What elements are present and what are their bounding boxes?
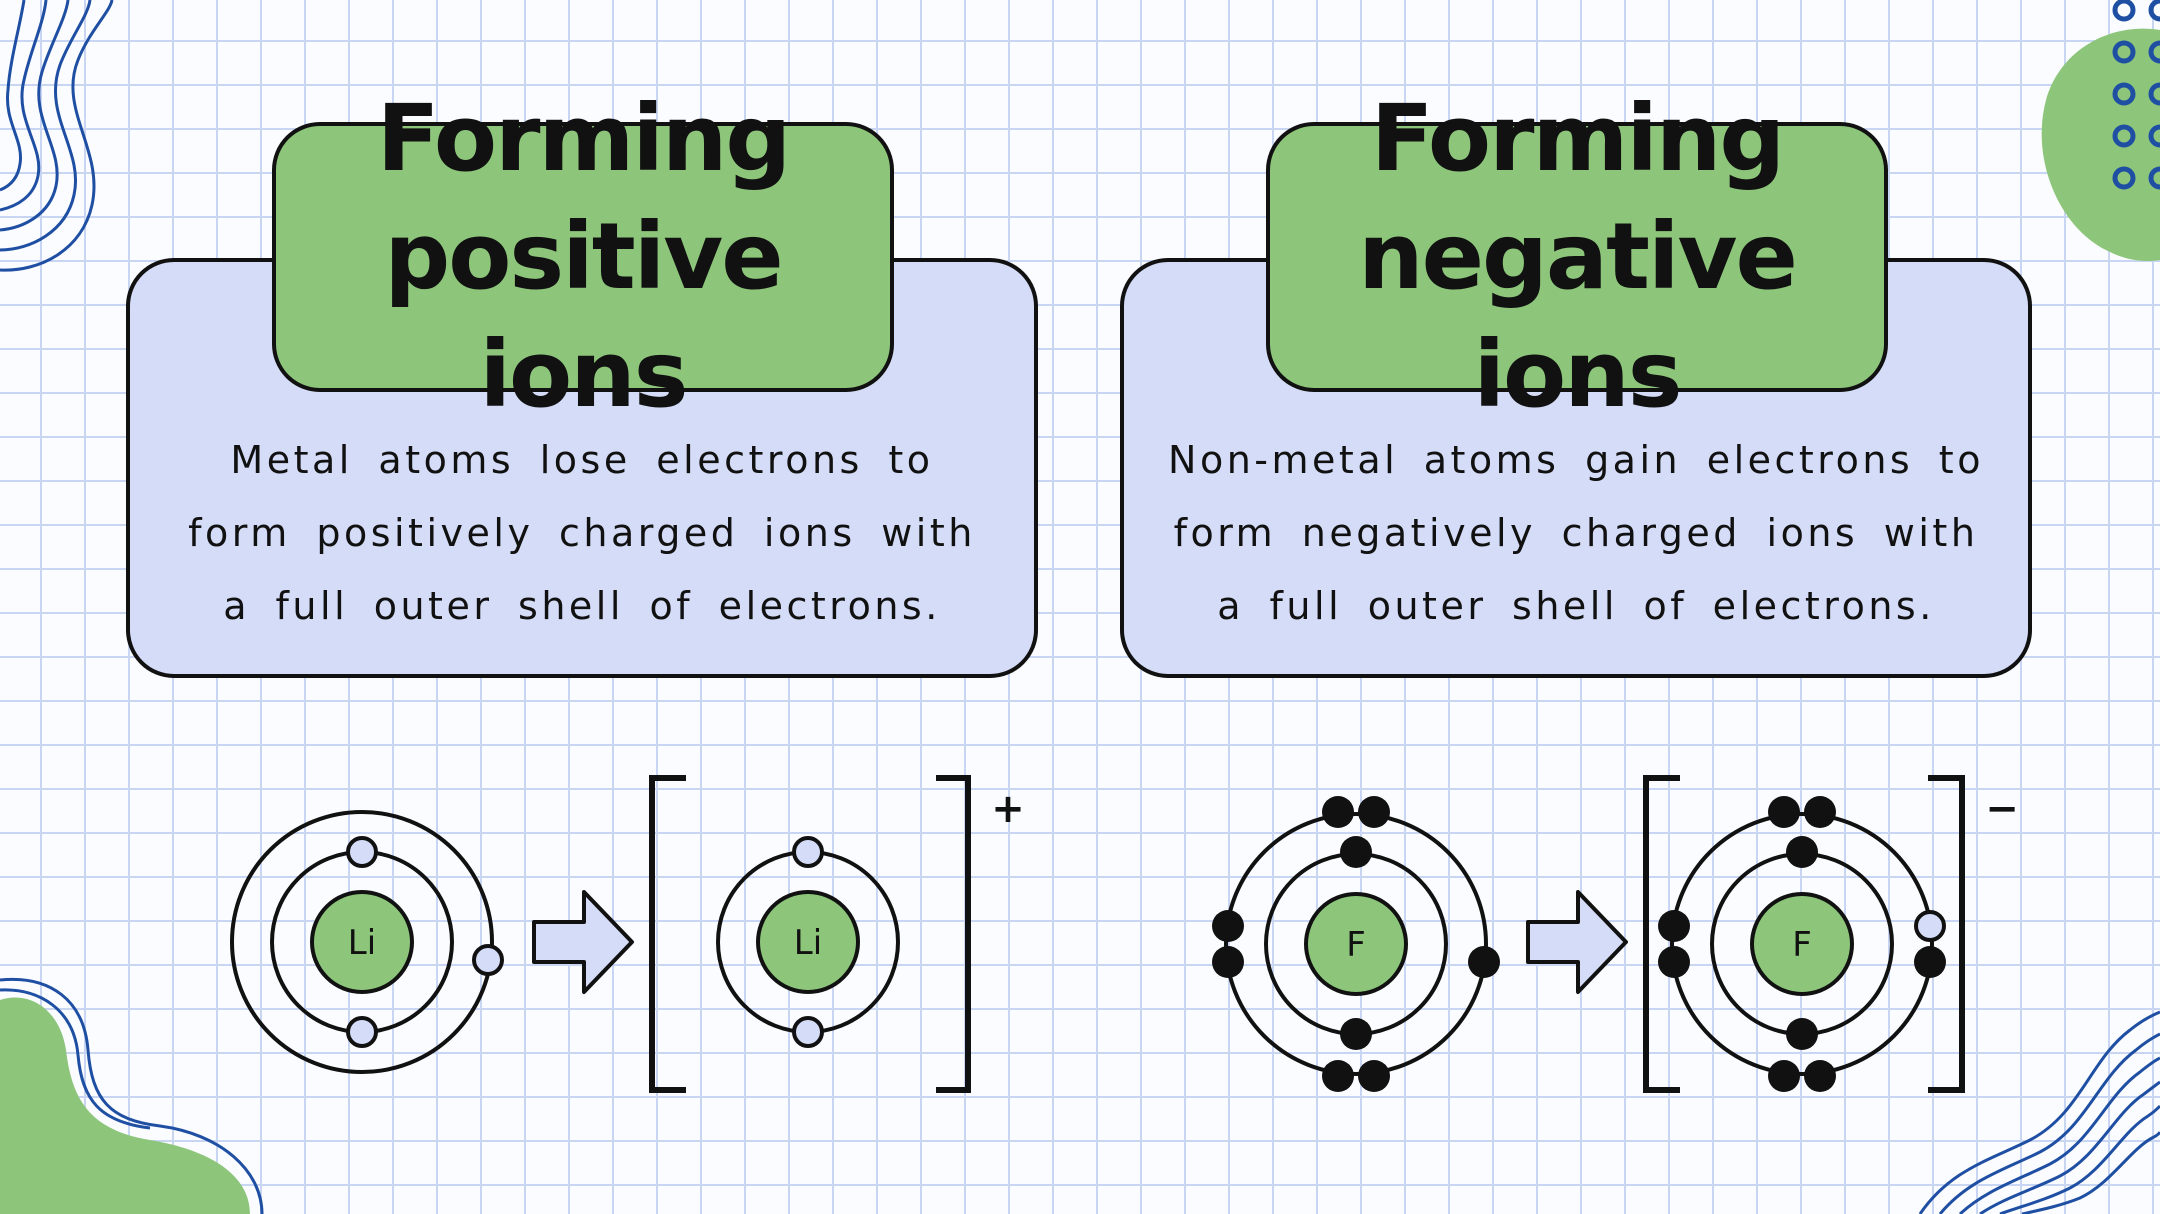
bracket-left-icon [1643, 775, 1680, 1093]
f-atom-electron [1212, 910, 1244, 942]
li-atom-electron [346, 836, 378, 868]
positive-ions-title-line2: positive ions [384, 203, 783, 428]
bracket-left-icon [649, 775, 686, 1093]
li-ion-electron [792, 1016, 824, 1048]
f-atom-electron [1322, 796, 1354, 828]
li-atom-nucleus [310, 890, 414, 994]
f-ion-electron [1768, 1060, 1800, 1092]
negative-ions-description: Non-metal atoms gain electrons to form n… [1168, 438, 1984, 628]
positive-ions-title: Forming positive ions [276, 80, 890, 434]
f-atom-electron [1358, 1060, 1390, 1092]
bracket-right-icon [936, 775, 971, 1093]
f-atom-electron [1340, 1018, 1372, 1050]
f-atom-nucleus [1304, 892, 1408, 996]
li-atom-electron [346, 1016, 378, 1048]
f-ion-electron [1768, 796, 1800, 828]
f-atom-electron [1358, 796, 1390, 828]
li-atom-symbol: Li [348, 923, 376, 963]
arrow-right-icon [532, 890, 634, 994]
f-atom-symbol: F [1346, 925, 1366, 965]
positive-ions-title-line1: Forming [376, 85, 791, 192]
li-ion-symbol: Li [794, 923, 822, 963]
lithium-atom: Li [230, 810, 504, 1074]
f-ion-electron [1658, 946, 1690, 978]
negative-ions-title-line2: negative ions [1358, 203, 1798, 428]
lithium-ion: Li + [649, 775, 1025, 1093]
f-ion-electron [1658, 910, 1690, 942]
negative-ions-title-line1: Forming [1370, 85, 1785, 192]
li-ion-charge: + [991, 786, 1025, 832]
f-ion-electron [1914, 946, 1946, 978]
li-ion-nucleus [756, 890, 860, 994]
li-atom-electron [472, 944, 504, 976]
negative-ions-title: Forming negative ions [1270, 80, 1884, 434]
li-ion-electron [792, 836, 824, 868]
f-ion-electron [1786, 1018, 1818, 1050]
arrow-right-icon [1526, 890, 1628, 994]
f-atom-electron [1212, 946, 1244, 978]
negative-ions-title-box: Forming negative ions [1266, 85, 1888, 428]
positive-ions-description: Metal atoms lose electrons to form posit… [188, 438, 976, 628]
f-atom-electron [1322, 1060, 1354, 1092]
f-ion-electron [1804, 1060, 1836, 1092]
f-ion-electron [1786, 836, 1818, 868]
f-ion-charge: − [1985, 786, 2019, 832]
f-ion-symbol: F [1792, 925, 1812, 965]
fluoride-ion: F − [1643, 775, 2019, 1093]
positive-ions-title-box: Forming positive ions [272, 85, 894, 428]
bracket-right-icon [1928, 775, 1965, 1093]
f-ion-nucleus [1750, 892, 1854, 996]
f-ion-outer-shell [1670, 812, 1934, 1076]
f-atom-electron [1340, 836, 1372, 868]
f-atom-electron [1468, 946, 1500, 978]
f-ion-gained-electron [1914, 910, 1946, 942]
li-atom-outer-shell [230, 810, 494, 1074]
f-ion-electron [1804, 796, 1836, 828]
f-atom-outer-shell [1224, 812, 1488, 1076]
fluorine-atom: F [1212, 796, 1500, 1092]
